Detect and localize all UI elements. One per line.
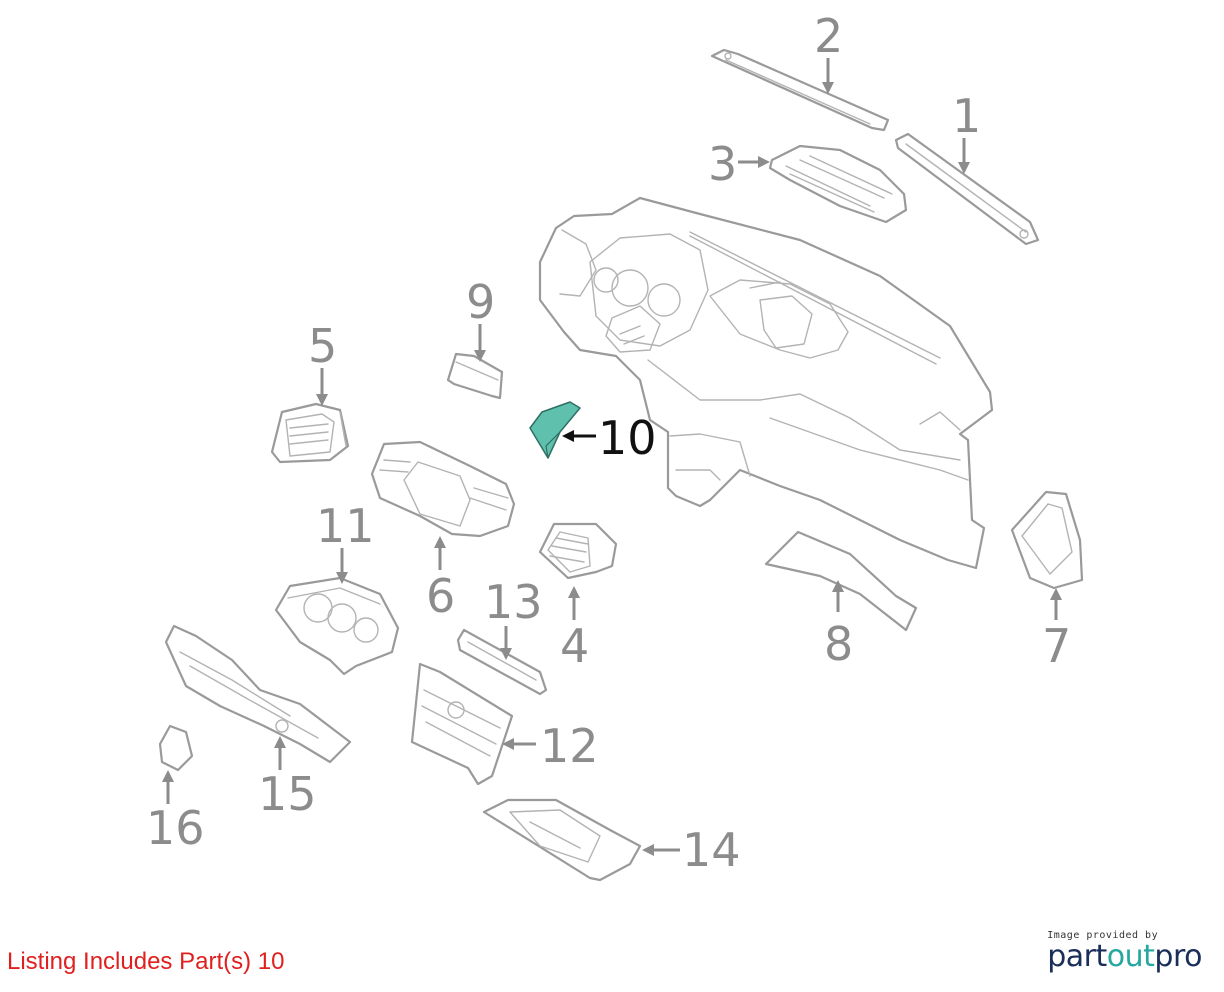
callout-6: 6 — [426, 569, 455, 623]
callout-arrows — [162, 58, 1062, 856]
callout-3: 3 — [708, 137, 737, 191]
callout-1: 1 — [952, 89, 981, 143]
callout-4: 4 — [560, 619, 589, 673]
part-14-lower-bracket — [482, 798, 642, 882]
part-5-side-vent — [270, 402, 350, 464]
callout-15: 15 — [258, 767, 317, 821]
part-3-speaker-grille — [768, 144, 908, 224]
part-8-lower-trim — [764, 530, 918, 632]
part-13-trim-strip — [456, 628, 548, 696]
callout-13: 13 — [484, 575, 543, 629]
callout-10: 10 — [598, 411, 657, 465]
callout-14: 14 — [682, 823, 741, 877]
part-4-right-vent — [538, 522, 618, 580]
callout-16: 16 — [146, 801, 205, 855]
part-11-instrument-cluster — [274, 576, 400, 676]
listing-parts-text: Listing Includes Part(s) 10 — [7, 948, 285, 975]
part-9-trim-piece — [446, 352, 504, 400]
part-2-defroster-strip — [710, 48, 890, 132]
part-15-lower-frame — [164, 624, 352, 764]
image-credit-caption: Image provided by — [1047, 930, 1159, 941]
callout-11: 11 — [316, 499, 375, 553]
callout-9: 9 — [466, 275, 495, 329]
part-6-center-vent-bezel — [370, 440, 516, 538]
partoutpro-logo: partoutpro — [1047, 939, 1202, 974]
logo-pro: pro — [1154, 939, 1202, 974]
part-1-trim-strip — [894, 132, 1040, 246]
part-10-cover-highlighted — [529, 401, 581, 459]
dashboard-panel — [538, 196, 994, 570]
logo-out: out — [1106, 939, 1155, 974]
callout-8: 8 — [824, 617, 853, 671]
partoutpro-credit: Image provided by partoutpro — [1047, 930, 1202, 974]
callout-7: 7 — [1042, 619, 1071, 673]
callout-2: 2 — [814, 9, 843, 63]
callout-labels: 1 2 3 4 5 6 7 8 9 10 11 12 13 14 15 16 — [146, 9, 1071, 877]
callout-5: 5 — [308, 319, 337, 373]
part-12-center-panel — [410, 662, 514, 786]
callout-12: 12 — [540, 719, 599, 773]
logo-part: part — [1047, 939, 1107, 974]
part-7-end-panel — [1010, 490, 1084, 590]
part-16-clip — [158, 724, 194, 772]
